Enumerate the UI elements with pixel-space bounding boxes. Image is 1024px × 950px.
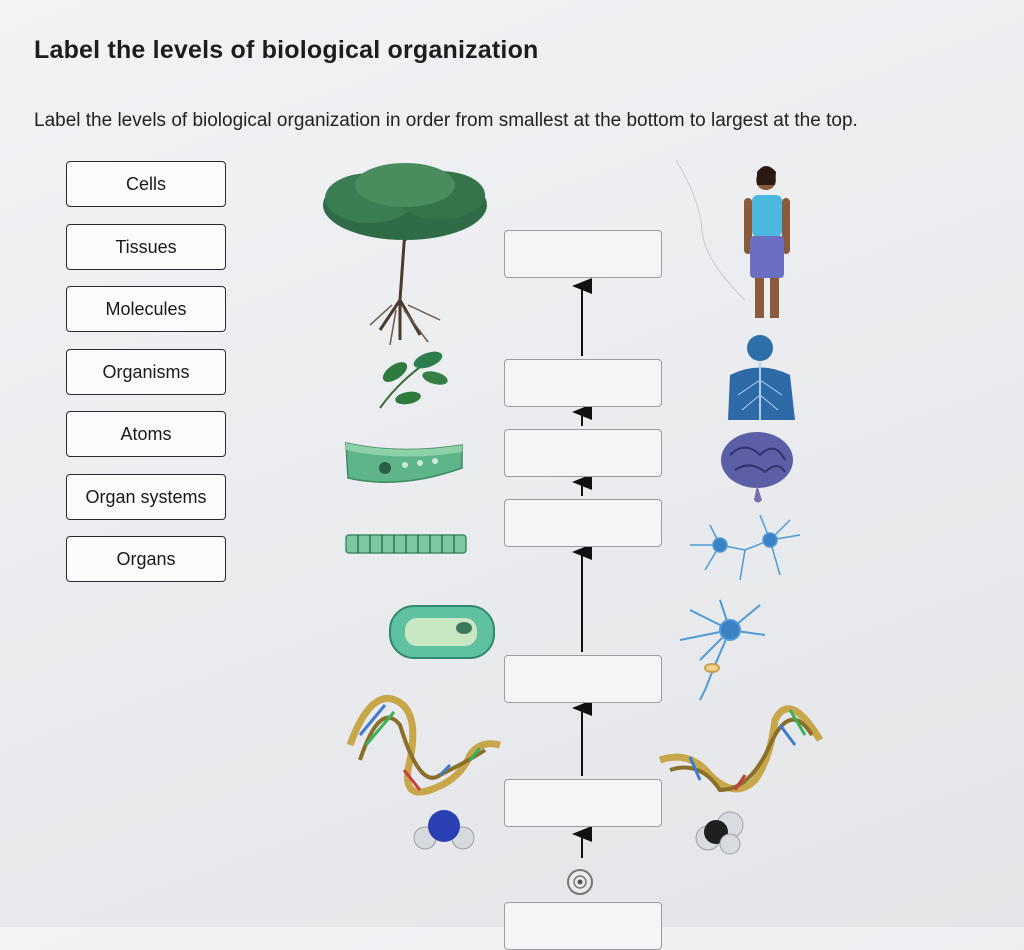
drop-slot-2[interactable] (504, 359, 662, 407)
dna-icon (346, 695, 501, 796)
label-chip-organs[interactable]: Organs (66, 536, 226, 582)
drop-slot-6[interactable] (504, 779, 662, 827)
human-figure-icon (744, 166, 790, 318)
label-chip-organisms[interactable]: Organisms (66, 349, 226, 395)
page-title: Label the levels of biological organizat… (34, 36, 539, 64)
nerve-tissue-icon (690, 514, 801, 581)
label-chip-cells[interactable]: Cells (66, 161, 226, 207)
label-chip-atoms[interactable]: Atoms (66, 411, 226, 457)
dna-icon (658, 705, 824, 793)
drop-slot-3[interactable] (504, 429, 662, 477)
brain-icon (721, 432, 793, 503)
instructions-text: Label the levels of biological organizat… (34, 110, 858, 131)
leaf-icon (379, 351, 448, 409)
screen-glare (675, 159, 746, 301)
drop-slot-7[interactable] (504, 902, 662, 950)
label-chip-organ-systems[interactable]: Organ systems (66, 474, 226, 520)
drop-slot-5[interactable] (504, 655, 662, 703)
drop-slot-1[interactable] (504, 230, 662, 278)
drop-slot-4[interactable] (504, 499, 662, 547)
atom-icon (567, 869, 593, 895)
tree-icon (323, 163, 487, 346)
neuron-icon (679, 599, 766, 701)
diagram-artwork (323, 159, 824, 895)
label-chip-tissues[interactable]: Tissues (66, 224, 226, 270)
plant-cell-icon (389, 605, 495, 659)
leaf-tissue-icon (345, 442, 463, 483)
molecule-icon (695, 811, 744, 855)
nervous-system-icon (728, 335, 795, 420)
water-molecule-icon (413, 810, 475, 850)
label-chip-molecules[interactable]: Molecules (66, 286, 226, 332)
plant-cells-icon (345, 534, 467, 554)
